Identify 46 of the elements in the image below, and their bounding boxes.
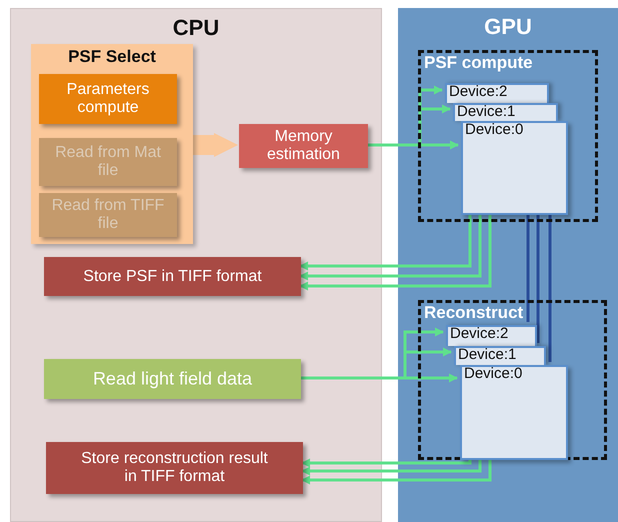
arrow: [192, 133, 238, 157]
process-box: [44, 359, 301, 399]
process-box: [39, 74, 177, 124]
device-box: [454, 346, 546, 365]
box-label: Store PSF in TIFF format: [82, 268, 263, 286]
device-label: Device:0: [465, 122, 524, 138]
box-label: Store reconstruction result in TIFF format: [80, 450, 269, 486]
panel-title: GPU: [483, 14, 533, 40]
process-box: [46, 442, 303, 494]
device-box: [460, 365, 568, 460]
device-label: Device:2: [449, 84, 508, 100]
box-label: Read from Mat file: [54, 144, 162, 180]
group-title: PSF Select: [67, 47, 157, 67]
process-box: [44, 257, 301, 296]
group-title: Reconstruct: [424, 303, 524, 323]
arrow: [301, 457, 482, 476]
device-box: [446, 325, 537, 346]
panel: [10, 8, 382, 522]
process-box: [239, 124, 368, 168]
device-box: [453, 103, 558, 121]
device-box: [461, 121, 568, 215]
group-panel: [31, 44, 193, 244]
device-label: Device:0: [464, 366, 522, 382]
arrow: [299, 212, 492, 290]
box-label: Parameters compute: [66, 81, 150, 117]
panel-title: CPU: [172, 15, 220, 41]
box-label: Read from TIFF file: [50, 197, 166, 233]
dashed-group-box: [418, 50, 598, 222]
connector-line: [536, 212, 540, 343]
device-label: Device:2: [450, 326, 508, 342]
arrow: [299, 212, 472, 270]
process-box: [39, 193, 177, 237]
arrow: [299, 212, 482, 280]
connector-line: [526, 212, 530, 322]
device-label: Device:1: [458, 347, 516, 364]
device-label: Device:1: [457, 104, 516, 120]
box-label: Memory estimation: [266, 128, 341, 164]
process-box: [39, 138, 177, 186]
device-box: [445, 83, 549, 103]
connector-line: [548, 212, 552, 362]
dashed-group-box: [418, 300, 607, 460]
arrow: [301, 457, 492, 484]
arrow: [301, 457, 472, 468]
box-label: Read light field data: [92, 368, 254, 390]
group-title: PSF compute: [424, 53, 533, 73]
panel: [398, 8, 618, 522]
